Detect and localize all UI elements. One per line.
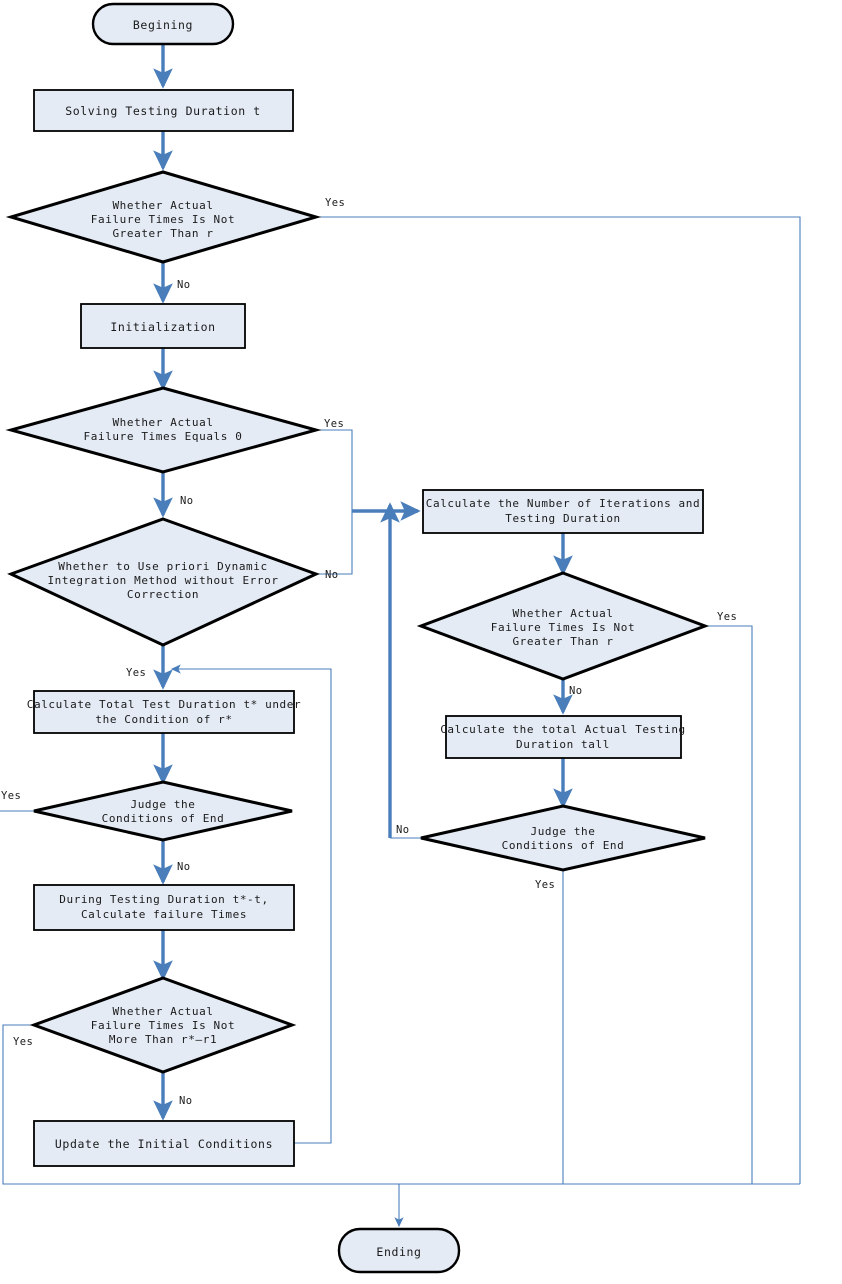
node-calc-total-line1: Calculate Total Test Duration t* under xyxy=(27,698,301,711)
node-decision1-line2: Failure Times Is Not xyxy=(91,213,235,226)
node-initialization[interactable]: Initialization xyxy=(80,303,246,349)
node-begin-label: Begining xyxy=(133,18,193,32)
node-update-initial-conditions[interactable]: Update the Initial Conditions xyxy=(33,1120,295,1167)
node-decision4-line1: Whether Actual xyxy=(112,1005,213,1018)
node-during-line2: Calculate failure Times xyxy=(81,908,247,921)
edge-label-yes-1: Yes xyxy=(325,197,345,209)
edge-decision3-no xyxy=(316,511,353,575)
node-decision-actual-not-greater-r-1[interactable]: Whether Actual Failure Times Is Not Grea… xyxy=(5,170,322,264)
edge-label-yes-3: Yes xyxy=(126,667,146,679)
edge-label-yes-5: Yes xyxy=(13,1036,33,1048)
node-judge-right-line1: Judge the xyxy=(530,825,595,838)
node-calcactual-line2: Duration tall xyxy=(516,738,610,751)
node-decision4-line3: More Than r*—r1 xyxy=(109,1033,217,1046)
node-solving-duration-label: Solving Testing Duration t xyxy=(65,104,261,118)
node-calc-total-line2: the Condition of r* xyxy=(95,713,232,726)
node-decision3-line2: Integration Method without Error xyxy=(47,574,278,587)
edge-label-no-6: No xyxy=(569,685,582,697)
node-decision-priori-dynamic[interactable]: Whether to Use priori Dynamic Integratio… xyxy=(7,517,320,647)
node-judge-left-line2: Conditions of End xyxy=(102,812,225,825)
node-decision2-line2: Failure Times Equals 0 xyxy=(84,430,243,443)
node-initialization-label: Initialization xyxy=(110,320,215,334)
node-calcactual-line1: Calculate the total Actual Testing xyxy=(440,723,686,736)
node-decision-actual-not-greater-r-2[interactable]: Whether Actual Failure Times Is Not Grea… xyxy=(416,571,710,681)
node-calc-total-actual-duration[interactable]: Calculate the total Actual Testing Durat… xyxy=(440,715,686,759)
node-decision1-line3: Greater Than r xyxy=(112,227,213,240)
edge-label-no-1: No xyxy=(177,279,190,291)
node-calc-iterations[interactable]: Calculate the Number of Iterations and T… xyxy=(422,489,704,534)
node-decision5-line3: Greater Than r xyxy=(512,635,613,648)
node-decision5-line1: Whether Actual xyxy=(512,607,613,620)
node-decision-judge-end-left[interactable]: Judge the Conditions of End xyxy=(33,780,293,842)
node-decision3-line3: Correction xyxy=(127,588,199,601)
edge-label-no-7: No xyxy=(396,824,409,836)
node-judge-right-line2: Conditions of End xyxy=(502,839,625,852)
edge-label-yes-6: Yes xyxy=(717,611,737,623)
edge-decision1-yes-rail xyxy=(316,216,801,1184)
node-decision-actual-equals-zero[interactable]: Whether Actual Failure Times Equals 0 xyxy=(5,386,322,474)
node-decision-actual-not-more-than[interactable]: Whether Actual Failure Times Is Not More… xyxy=(29,976,297,1074)
edge-label-yes-4: Yes xyxy=(1,790,21,802)
edge-label-no-3: No xyxy=(325,569,338,581)
node-end-label: Ending xyxy=(376,1245,421,1259)
node-during-line1: During Testing Duration t*-t, xyxy=(59,893,268,906)
node-solving-duration[interactable]: Solving Testing Duration t xyxy=(33,89,294,132)
node-decision5-line2: Failure Times Is Not xyxy=(491,621,635,634)
edge-label-no-5: No xyxy=(179,1095,192,1107)
edge-label-no-2: No xyxy=(180,495,193,507)
node-update-label: Update the Initial Conditions xyxy=(55,1137,273,1151)
edge-update-feedback-loop xyxy=(170,664,332,1144)
edge-label-yes-2: Yes xyxy=(324,418,344,430)
node-during-testing-duration[interactable]: During Testing Duration t*-t, Calculate … xyxy=(33,884,295,931)
node-calc-total-test-duration[interactable]: Calculate Total Test Duration t* under t… xyxy=(27,690,301,734)
node-decision2-line1: Whether Actual xyxy=(112,416,213,429)
node-judge-left-line1: Judge the xyxy=(130,798,195,811)
node-decision-judge-end-right[interactable]: Judge the Conditions of End xyxy=(420,804,706,872)
node-end[interactable]: Ending xyxy=(337,1227,461,1274)
node-calciter-line2: Testing Duration xyxy=(505,512,621,525)
node-decision4-line2: Failure Times Is Not xyxy=(91,1019,235,1032)
edge-label-yes-7: Yes xyxy=(535,879,555,891)
node-decision1-line1: Whether Actual xyxy=(112,199,213,212)
edge-label-no-4: No xyxy=(177,861,190,873)
edge-decision5-yes-rail xyxy=(705,625,753,1184)
edge-decision2-yes xyxy=(316,429,353,511)
node-calciter-line1: Calculate the Number of Iterations and xyxy=(426,497,700,510)
node-decision3-line1: Whether to Use priori Dynamic xyxy=(58,560,267,573)
node-begin[interactable]: Begining xyxy=(91,2,235,46)
